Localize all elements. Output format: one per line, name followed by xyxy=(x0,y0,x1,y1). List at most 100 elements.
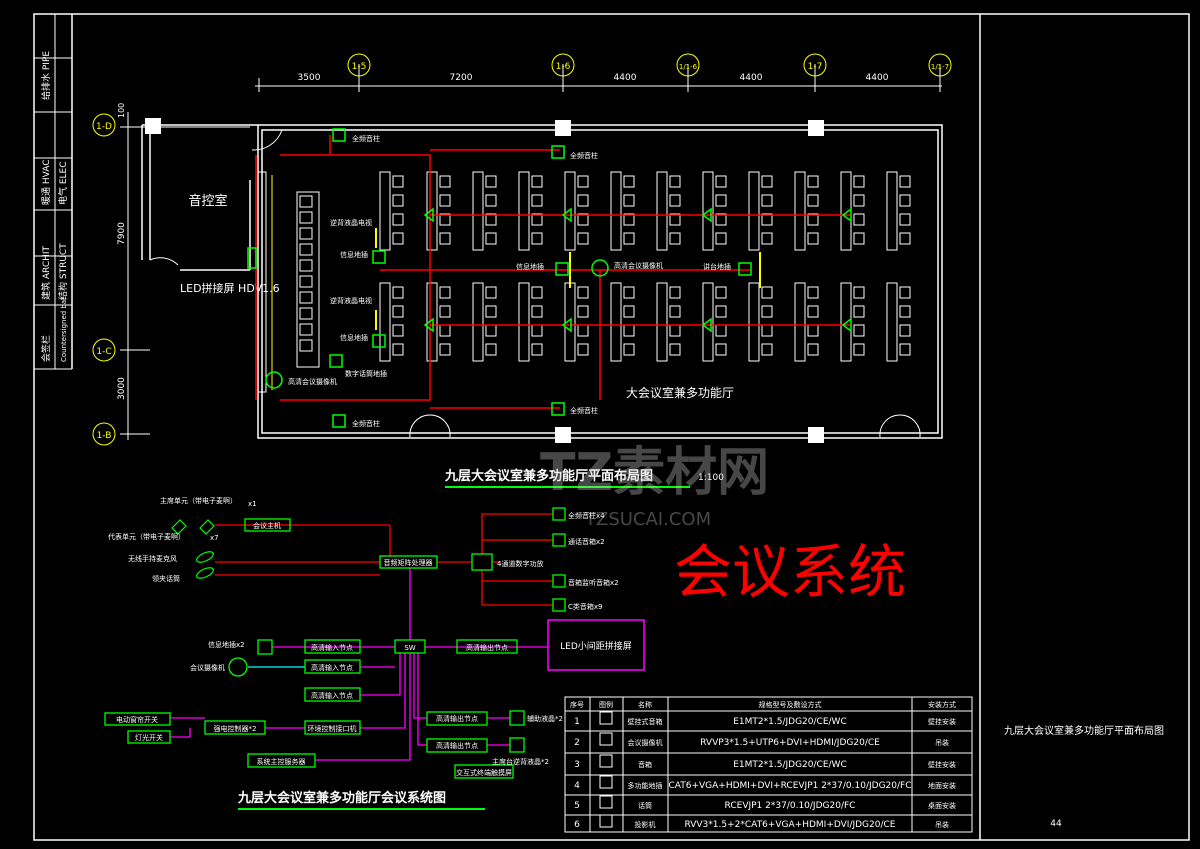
chair xyxy=(853,213,865,226)
legend-cell-no: 1 xyxy=(574,717,580,727)
chair xyxy=(807,324,819,337)
sys-item-1: 代表单元（带电子麦啊） xyxy=(108,532,185,541)
dim-top-1: 7200 xyxy=(450,73,473,83)
av-wiring xyxy=(170,568,548,761)
sys-node-in-0: 高清输入节点 xyxy=(311,643,353,652)
chair xyxy=(853,343,865,356)
sys-out-tv-1: 辅助液晶*2 xyxy=(527,714,563,723)
lbl-hd-camera-1: 高清会议摄像机 xyxy=(288,377,337,386)
sys-item-3: 领夹话筒 xyxy=(152,574,180,583)
chair xyxy=(577,232,589,245)
lbl-info-box-0: 信息地插 xyxy=(340,250,368,259)
sys-out-1: 通话音箱x2 xyxy=(568,537,605,546)
lbl-lcd-tv-1: 逆背液晶电视 xyxy=(330,296,372,305)
desk xyxy=(610,171,622,251)
chair xyxy=(439,194,451,207)
lbl-digital-box: 数字话筒地插 xyxy=(345,369,387,378)
legend-table-grid xyxy=(564,696,973,833)
system-boxes xyxy=(104,507,566,779)
chair xyxy=(577,213,589,226)
chair xyxy=(485,232,497,245)
legend-h-0: 序号 xyxy=(570,700,584,709)
sys-node-in-2: 高清输入节点 xyxy=(311,691,353,700)
chair xyxy=(669,232,681,245)
lbl-info-box-2: 信息地插 xyxy=(516,262,544,271)
chair xyxy=(853,194,865,207)
chair xyxy=(761,305,773,318)
legend-cell-spec: CAT6+VGA+HDMI+DVI+RCEVJP1 2*37/0.10/JDG2… xyxy=(668,781,911,791)
chair xyxy=(715,305,727,318)
legend-symbol-icon xyxy=(599,732,613,746)
chair xyxy=(577,194,589,207)
legend-cell-spec: RVVP3*1.5+UTP6+DVI+HDMI/JDG20/CE xyxy=(700,738,880,748)
chair xyxy=(853,232,865,245)
axis-top-2: 1/1-6 xyxy=(679,63,698,71)
legend-cell-mount: 壁挂安装 xyxy=(928,717,956,726)
sys-item-0: 主席单元（带电子麦啊） xyxy=(160,496,237,505)
sys-info-box-in: 信息地插x2 xyxy=(208,640,245,649)
chair xyxy=(899,324,911,337)
axis-top-1: 1-6 xyxy=(556,62,571,72)
chair xyxy=(807,343,819,356)
legend-cell-no: 6 xyxy=(574,820,580,830)
desk xyxy=(472,282,484,362)
chair xyxy=(623,213,635,226)
dim-top-4: 4400 xyxy=(866,73,889,83)
chair xyxy=(439,286,451,299)
lbl-full-speaker-3: 全频音柱 xyxy=(352,419,380,428)
plan-devices xyxy=(247,128,852,428)
chair xyxy=(761,232,773,245)
chair xyxy=(669,324,681,337)
chair xyxy=(439,175,451,188)
door-arcs xyxy=(149,129,921,438)
desk xyxy=(794,171,806,251)
sys-hd-camera-in: 会议摄像机 xyxy=(190,663,225,672)
chair xyxy=(485,343,497,356)
legend-symbol-icon xyxy=(599,795,613,809)
sys-node-out: 高清输出节点 xyxy=(466,643,508,652)
chair xyxy=(623,305,635,318)
chair xyxy=(623,286,635,299)
chair xyxy=(669,175,681,188)
strip-text-1: 暖通 HVAC xyxy=(40,160,52,206)
chair xyxy=(761,324,773,337)
lbl-full-speaker-2: 全频音柱 xyxy=(570,406,598,415)
system-big-title: 会议系统 xyxy=(674,538,906,606)
chair xyxy=(531,305,543,318)
room-control: 音控室 xyxy=(188,193,227,209)
legend-symbol-icon xyxy=(599,711,613,725)
chair xyxy=(807,213,819,226)
legend-cell-mount: 吊装 xyxy=(935,820,949,829)
desk xyxy=(610,282,622,362)
sys-out-node-0: 高清输出节点 xyxy=(436,714,478,723)
legend-cell-no: 5 xyxy=(574,801,580,811)
chair xyxy=(853,175,865,188)
plan-title: 九层大会议室兼多功能厅平面布局图 xyxy=(444,468,653,484)
legend-cell-spec: E1MT2*1.5/JDG20/CE/WC xyxy=(733,760,846,770)
led-screen-box xyxy=(547,619,645,671)
desk xyxy=(702,282,714,362)
dim-left-0: 100 xyxy=(117,103,126,118)
sys-out-0: 全频音柱x4 xyxy=(568,511,605,520)
chair xyxy=(807,175,819,188)
chair xyxy=(853,324,865,337)
chair xyxy=(577,343,589,356)
chair xyxy=(577,286,589,299)
legend-cell-mount: 地面安装 xyxy=(928,781,956,790)
audience-desks xyxy=(379,171,911,362)
chair xyxy=(531,324,543,337)
mic-icons xyxy=(171,519,215,579)
chair xyxy=(485,305,497,318)
chair xyxy=(531,232,543,245)
plan-scale: 1:100 xyxy=(698,473,724,483)
chair xyxy=(761,286,773,299)
front-seats xyxy=(296,191,320,368)
legend-cell-name: 会议摄像机 xyxy=(628,738,663,747)
lbl-full-speaker-1: 全频音柱 xyxy=(570,151,598,160)
chair xyxy=(899,232,911,245)
chair xyxy=(392,305,404,318)
chair xyxy=(761,175,773,188)
desk xyxy=(426,282,438,362)
legend-cell-no: 2 xyxy=(574,738,580,748)
